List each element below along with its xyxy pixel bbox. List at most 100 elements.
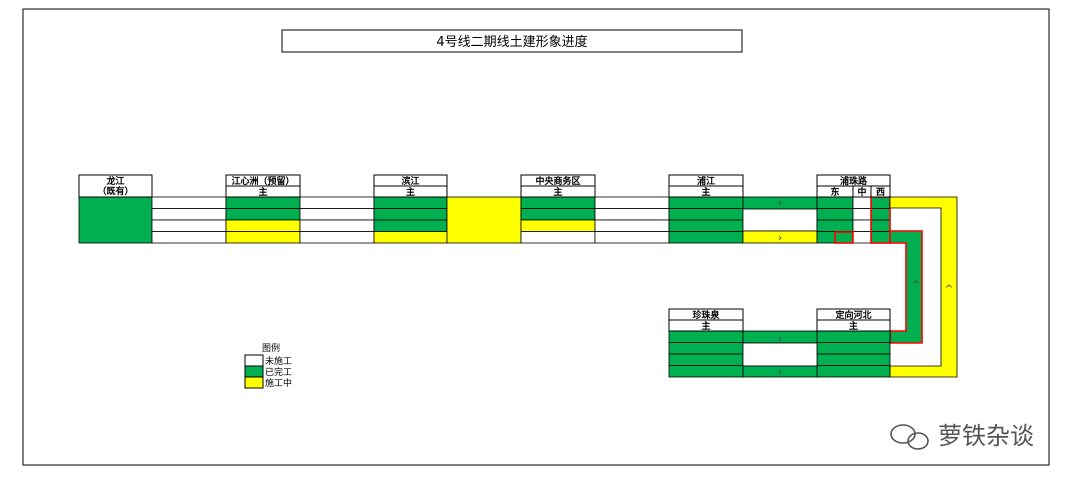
tunnel-segment: [299, 231, 375, 244]
legend-swatch-done: [244, 365, 264, 378]
station-body: [225, 219, 301, 232]
station-body: [668, 196, 744, 209]
station-body: [668, 353, 744, 366]
station-body: [870, 208, 891, 221]
station-body: [852, 208, 872, 221]
tunnel-segment: [594, 196, 670, 209]
arrow-up-icon: ^: [912, 280, 920, 291]
station-name: 珍珠泉: [692, 309, 720, 321]
station-body: [816, 330, 891, 343]
station-name: 定向河北: [834, 309, 871, 321]
arrow-left-icon: ‹: [778, 334, 782, 345]
tunnel-segment: [151, 219, 227, 232]
station-body: [816, 365, 891, 378]
station-sub: 主: [701, 186, 710, 198]
station-sub-east: 东: [830, 186, 839, 198]
arrow-left-icon: ‹: [778, 367, 782, 378]
tunnel-segment: [594, 219, 670, 232]
highlight-outline: [834, 231, 854, 244]
station-body: [870, 231, 891, 244]
tunnel-segment: [594, 231, 670, 244]
wechat-icon: [890, 424, 929, 450]
station-name: 江心洲（预留）: [231, 175, 294, 187]
station-body: [870, 219, 891, 232]
legend-label: 施工中: [265, 377, 292, 389]
tunnel-segment: [151, 208, 227, 221]
station-body: [668, 219, 744, 232]
station-body: [520, 196, 596, 209]
tunnel-segment: [742, 342, 818, 367]
tunnel-segment: [742, 365, 818, 378]
station-longjiang: 龙江 （既有）: [78, 174, 153, 198]
station-body: [668, 231, 744, 244]
station-body: [816, 208, 854, 221]
station-body: [816, 219, 854, 232]
station-body: [852, 231, 872, 244]
legend-swatch-not-started: [244, 354, 264, 367]
title-box: [281, 29, 743, 53]
station-name: 滨江: [401, 175, 419, 187]
station-puzhulu: 浦珠路 东 中 西: [816, 174, 891, 198]
station-body: [373, 219, 448, 232]
tunnel-segment: [151, 196, 227, 209]
station-sub: （既有）: [97, 185, 133, 197]
station-body: [520, 231, 596, 244]
watermark-text: 萝铁杂谈: [938, 422, 1034, 450]
tunnel-segment: [299, 208, 375, 221]
tunnel-segment: [446, 196, 522, 244]
station-sub: 主: [701, 320, 710, 332]
station-zhenzhuquan: 珍珠泉 主: [668, 308, 744, 332]
station-body: [852, 219, 872, 232]
station-dingxianghebei: 定向河北 主: [816, 308, 891, 332]
station-cbd: 中央商务区 主: [520, 174, 596, 198]
arrow-right-icon: ›: [778, 233, 782, 244]
station-sub: 主: [406, 186, 415, 198]
station-sub: 主: [849, 320, 858, 332]
station-body: [668, 208, 744, 221]
station-pujiang: 浦江 主: [668, 174, 744, 198]
tunnel-segment: [299, 196, 375, 209]
tunnel-segment: [151, 231, 227, 244]
legend-title: 图例: [262, 342, 280, 354]
watermark: 萝铁杂谈: [890, 422, 1034, 450]
station-sub: 主: [258, 186, 267, 198]
station-body: [225, 208, 301, 221]
station-body: [373, 231, 448, 244]
station-sub-middle: 中: [857, 186, 866, 198]
station-binjiang: 滨江 主: [373, 174, 448, 198]
legend: 图例 未施工 已完工 施工中: [244, 342, 292, 389]
station-body: [668, 330, 744, 343]
station-body: [816, 342, 891, 355]
station-body: [668, 342, 744, 355]
cells-layer: [78, 196, 958, 378]
tunnel-segment: [594, 208, 670, 221]
station-name: 浦江: [697, 175, 715, 187]
arrow-right-icon: ›: [778, 198, 782, 209]
station-name: 中央商务区: [535, 175, 580, 187]
station-body: [373, 208, 448, 221]
station-body: [668, 365, 744, 378]
station-name: 浦珠路: [840, 175, 868, 187]
station-body: [852, 196, 872, 209]
tunnel-segment: [299, 219, 375, 232]
legend-swatch-in-progress: [244, 376, 264, 389]
station-body: [78, 196, 153, 244]
legend-label: 未施工: [265, 355, 292, 367]
station-body: [225, 196, 301, 209]
arrow-up-icon: ^: [945, 284, 953, 295]
station-body: [520, 208, 596, 221]
station-body: [816, 353, 891, 366]
station-sub: 主: [553, 186, 562, 198]
tunnel-segment: [742, 208, 818, 232]
station-body: [520, 219, 596, 232]
page-title: 4号线二期线土建形象进度: [436, 34, 587, 50]
station-body: [373, 196, 448, 209]
legend-label: 已完工: [265, 366, 292, 378]
station-sub-west: 西: [876, 187, 885, 198]
station-body: [816, 196, 854, 209]
station-body: [870, 196, 891, 209]
station-body: [225, 231, 301, 244]
station-box: [78, 174, 153, 198]
